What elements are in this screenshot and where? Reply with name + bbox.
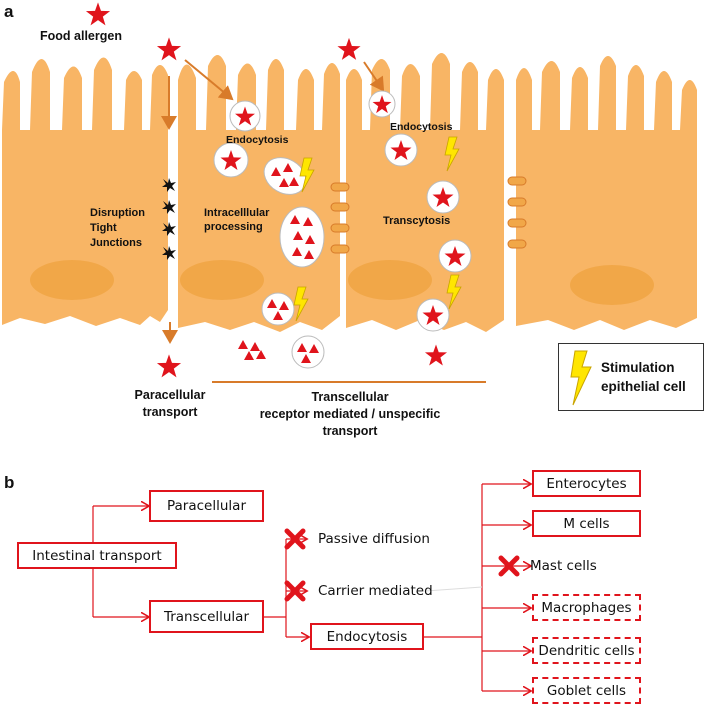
epithelium-illustration [2,2,697,383]
paracellular-transport-label: Paracellular transport [134,388,206,419]
dendritic-cells-box: Dendritic cells [532,637,641,664]
goblet-cells-box: Goblet cells [532,677,641,704]
disrupted-tight-junctions [162,178,176,260]
transcellular-box: Transcellular [149,600,264,633]
blocked-passive-diffusion-icon [284,528,306,550]
endocytosis-label-2: Endocytosis [390,121,453,133]
nucleus [348,260,432,300]
blocked-carrier-mediated-icon [284,580,306,602]
transcellular-transport-label: Transcellular receptor mediated / unspec… [259,390,441,438]
panel-a-label: a [4,2,14,21]
transcytosis-label: Transcytosis [383,215,451,227]
m-cells-box: M cells [532,510,641,537]
epithelial-cell-4 [516,56,697,330]
nucleus [180,260,264,300]
endocytosis-label-1: Endocytosis [226,134,289,146]
allergen-stars [85,2,466,378]
disruption-label: Disruption Tight Junctions [90,207,145,249]
intestinal-transport-box: Intestinal transport [17,542,177,569]
legend-box: Stimulation epithelial cell [558,343,704,411]
lightning-icon [570,350,592,406]
epithelial-cell-3 [346,53,504,332]
carrier-mediated-label: Carrier mediated [318,583,433,599]
vesicles [213,90,472,369]
nucleus [30,260,114,300]
food-allergen-label: Food allergen [40,29,122,43]
flowchart-connectors [92,440,709,706]
epithelial-cell-1 [2,57,168,326]
nucleus [570,265,654,305]
legend-text: Stimulation epithelial cell [601,360,686,394]
tight-junctions [330,176,527,254]
blocked-mast-cells-icon [498,555,520,577]
panel-b-label: b [4,473,15,492]
passive-diffusion-label: Passive diffusion [318,531,430,547]
mast-cells-label: Mast cells [530,558,597,574]
paracellular-box: Paracellular [149,490,264,522]
transport-arrows [161,59,486,383]
epithelial-cell-2 [178,55,340,332]
macrophages-box: Macrophages [532,594,641,621]
endocytosis-box: Endocytosis [310,623,424,650]
intracellular-label: Intracelllular processing [204,207,270,233]
enterocytes-box: Enterocytes [532,470,641,497]
